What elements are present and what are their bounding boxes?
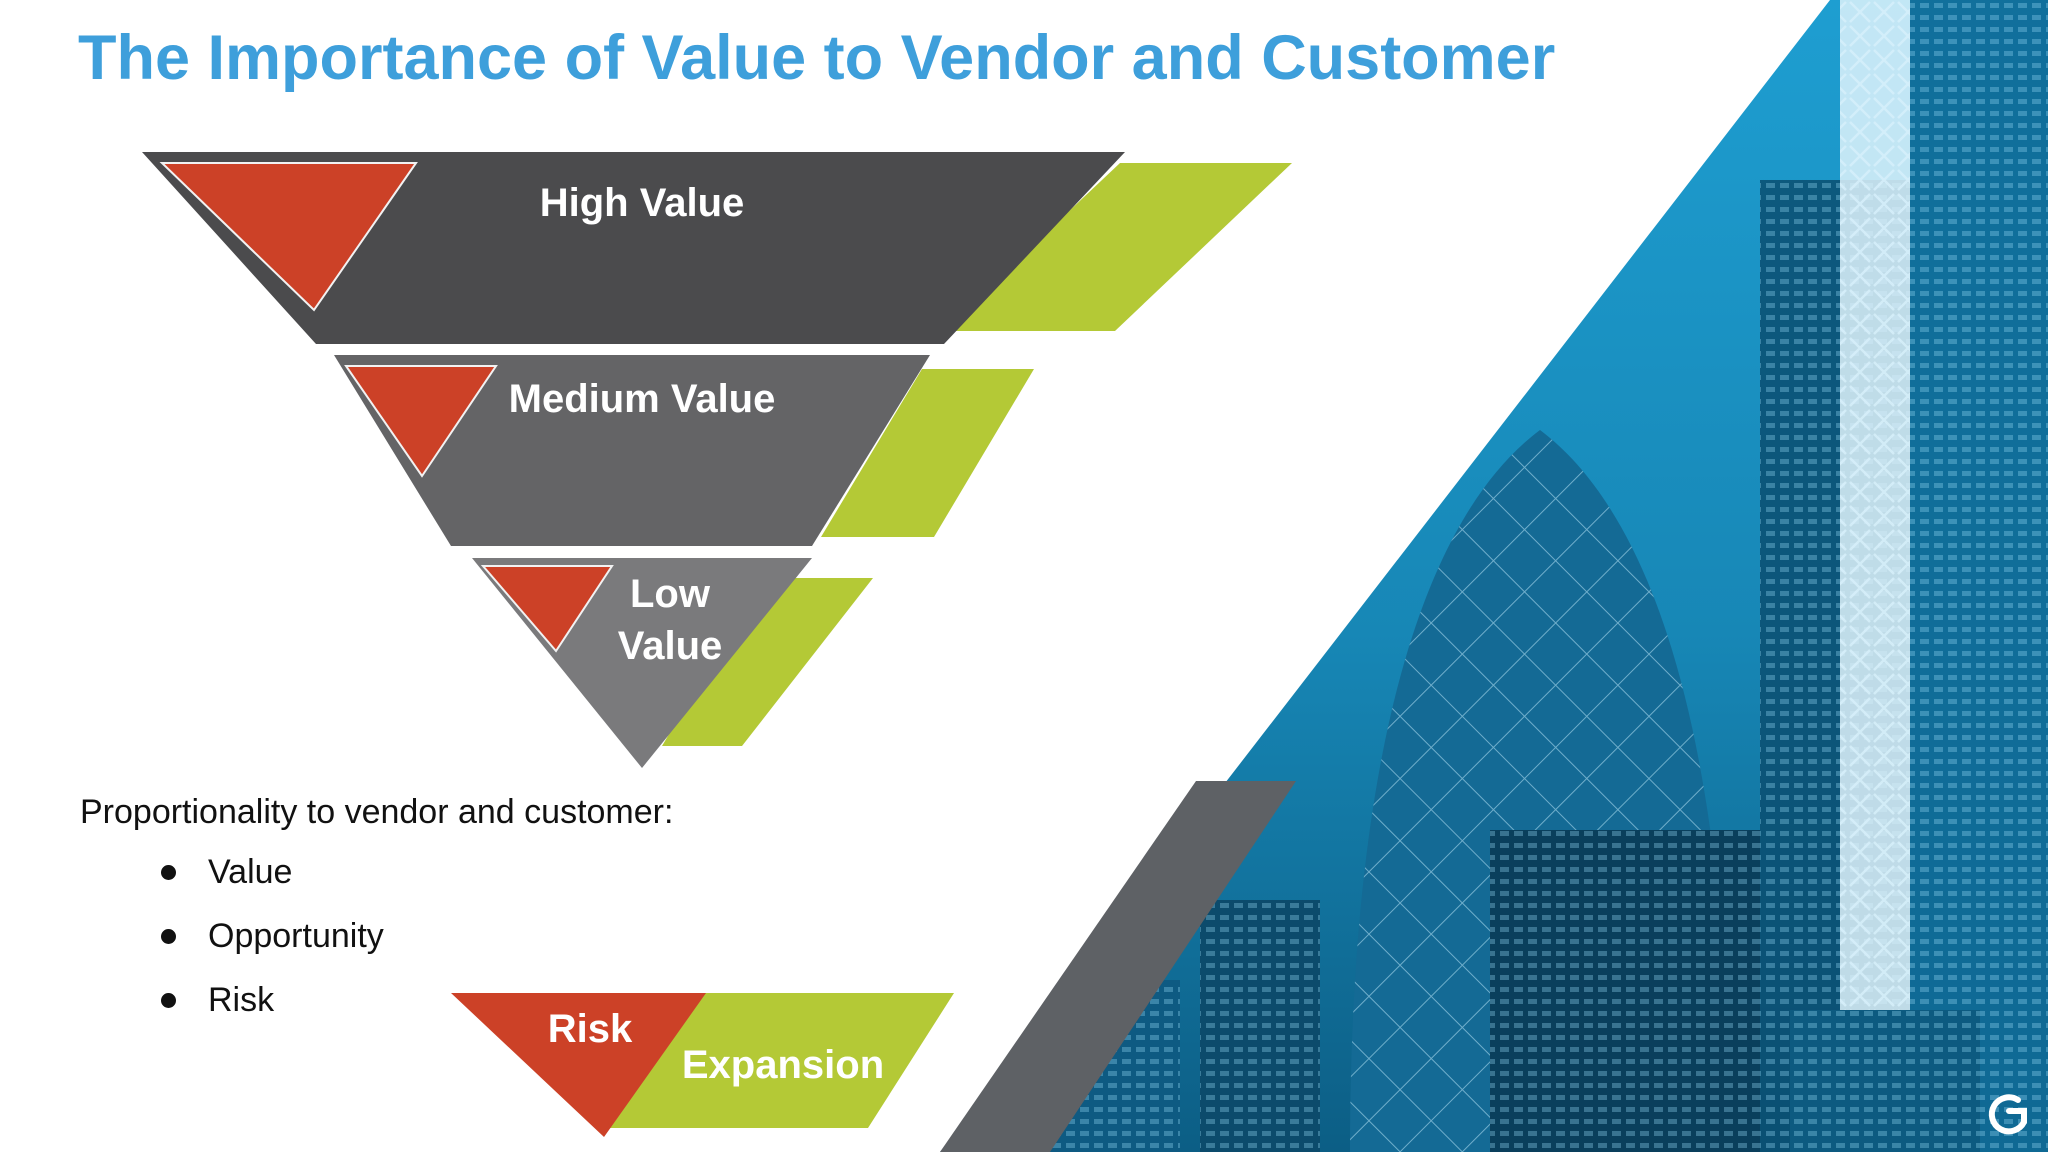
bullet-dot-icon: [161, 929, 176, 944]
tier-medium-label: Medium Value: [509, 377, 776, 421]
bullet-text: Opportunity: [208, 917, 384, 955]
bullet-item-value: Value: [160, 852, 384, 916]
risk-red-triangle: [451, 993, 706, 1137]
proportionality-intro: Proportionality to vendor and customer:: [80, 793, 674, 831]
bullet-text: Value: [208, 853, 293, 891]
bullet-dot-icon: [161, 993, 176, 1008]
funnel-tier-medium: [334, 355, 1034, 546]
slide-title: The Importance of Value to Vendor and Cu…: [78, 23, 1556, 93]
tier-low-label-line2: Value: [618, 624, 723, 668]
expansion-label: Expansion: [682, 1043, 884, 1087]
bullet-text: Risk: [208, 981, 275, 1019]
risk-expansion-legend: [451, 993, 954, 1137]
expansion-green-parallelogram: [604, 993, 954, 1128]
tier-medium-red-triangle: [344, 365, 498, 478]
funnel-tier-low: [472, 558, 873, 768]
funnel-tier-high: [142, 152, 1292, 344]
bullet-dot-icon: [161, 865, 176, 880]
grey-diagonal-band: [940, 781, 1296, 1152]
tier-medium-green-parallelogram: [821, 369, 1034, 537]
tier-low-label-line1: Low: [630, 572, 711, 616]
tier-medium-grey-trapezoid: [334, 355, 930, 546]
bullet-list: Value Opportunity Risk: [160, 852, 384, 1044]
risk-label: Risk: [548, 1007, 633, 1051]
tier-high-red-triangle: [159, 162, 418, 312]
bullet-item-opportunity: Opportunity: [160, 916, 384, 980]
tier-high-label: High Value: [540, 181, 745, 225]
tier-high-green-parallelogram: [942, 163, 1292, 331]
g-logo-icon: [1988, 1094, 2027, 1135]
tier-low-green-parallelogram: [662, 578, 873, 746]
bullet-item-risk: Risk: [160, 980, 384, 1044]
tier-low-red-triangle: [480, 565, 614, 653]
